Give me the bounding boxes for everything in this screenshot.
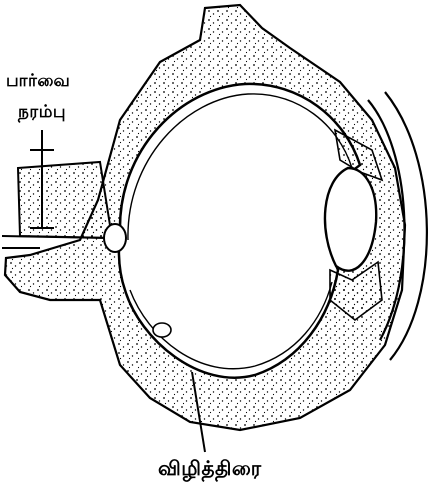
retina-label: விழித்திரை [158,458,262,478]
lens [325,168,376,271]
optic-nerve-label-line2: நரம்பு [18,104,66,121]
retina-blob [153,323,171,337]
optic-nerve [18,162,112,238]
optic-disc [104,224,126,252]
optic-nerve-label-line1: பார்வை [6,73,70,90]
